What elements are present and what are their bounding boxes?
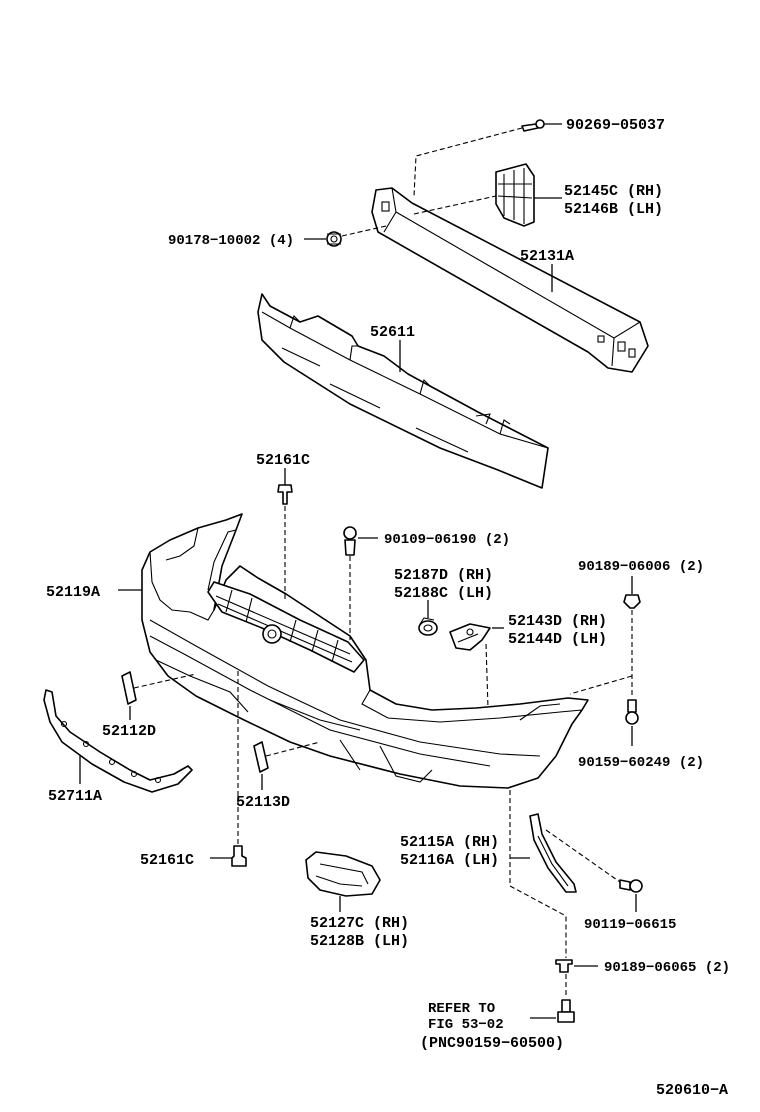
label-lamp-cover-rh: 52127C (RH) [310, 915, 409, 932]
label-clip-90189-bottom: 90189−06065 (2) [604, 960, 730, 976]
label-pad-52113: 52113D [236, 794, 290, 811]
bolt-refer-fig[interactable] [557, 999, 575, 1023]
screw-90109[interactable] [343, 526, 357, 556]
bumper-support[interactable] [449, 623, 491, 651]
label-support-rh: 52143D (RH) [508, 613, 607, 630]
label-bolt-90269: 90269−05037 [566, 117, 665, 134]
bolt-90159[interactable] [625, 699, 639, 725]
label-clip-90189-top: 90189−06006 (2) [578, 559, 704, 575]
label-bracket-rh: 52145C (RH) [564, 183, 663, 200]
label-retainer-rh: 52187D (RH) [394, 567, 493, 584]
label-nut-90178: 90178−10002 (4) [168, 233, 294, 249]
label-seal-lh: 52116A (LH) [400, 852, 499, 869]
label-pad-52112: 52112D [102, 723, 156, 740]
label-clip-top: 52161C [256, 452, 310, 469]
retainer[interactable] [418, 617, 438, 636]
figure-id: 520610−A [656, 1082, 728, 1099]
clip-52161c-top[interactable] [277, 484, 293, 505]
label-bracket-lh: 52146B (LH) [564, 201, 663, 218]
label-screw-90119: 90119−06615 [584, 917, 676, 933]
label-support-lh: 52144D (LH) [508, 631, 607, 648]
label-screw-90109: 90109−06190 (2) [384, 532, 510, 548]
label-refer-line2: FIG 53−02 [428, 1017, 504, 1033]
label-absorber: 52611 [370, 324, 415, 341]
label-clip-bottom: 52161C [140, 852, 194, 869]
label-lamp-cover-lh: 52128B (LH) [310, 933, 409, 950]
leader-lines [79, 123, 637, 1019]
label-bolt-90159: 90159−60249 (2) [578, 755, 704, 771]
screw-90119[interactable] [619, 879, 643, 893]
label-retainer-lh: 52188C (LH) [394, 585, 493, 602]
pad-52113d[interactable] [253, 741, 269, 773]
bumper-bracket[interactable] [495, 163, 535, 227]
label-reinforcement: 52131A [520, 248, 574, 265]
molding-52711a[interactable] [43, 689, 193, 793]
label-molding: 52711A [48, 788, 102, 805]
lamp-cover[interactable] [305, 851, 381, 897]
label-seal-rh: 52115A (RH) [400, 834, 499, 851]
bolt-90269[interactable] [521, 119, 545, 132]
bumper-cover[interactable] [141, 513, 589, 789]
pad-52112d[interactable] [121, 671, 137, 705]
energy-absorber[interactable] [257, 293, 549, 489]
label-cover: 52119A [46, 584, 100, 601]
label-refer-pnc: (PNC90159−60500) [420, 1035, 564, 1052]
nut-90178[interactable] [326, 231, 342, 247]
bumper-reinforcement[interactable] [371, 187, 649, 373]
clip-52161c-bottom[interactable] [231, 845, 247, 867]
clip-90189-06065[interactable] [555, 959, 573, 973]
label-refer-line1: REFER TO [428, 1001, 495, 1017]
seal-52115a[interactable] [529, 813, 577, 893]
clip-90189-06006[interactable] [623, 594, 641, 609]
